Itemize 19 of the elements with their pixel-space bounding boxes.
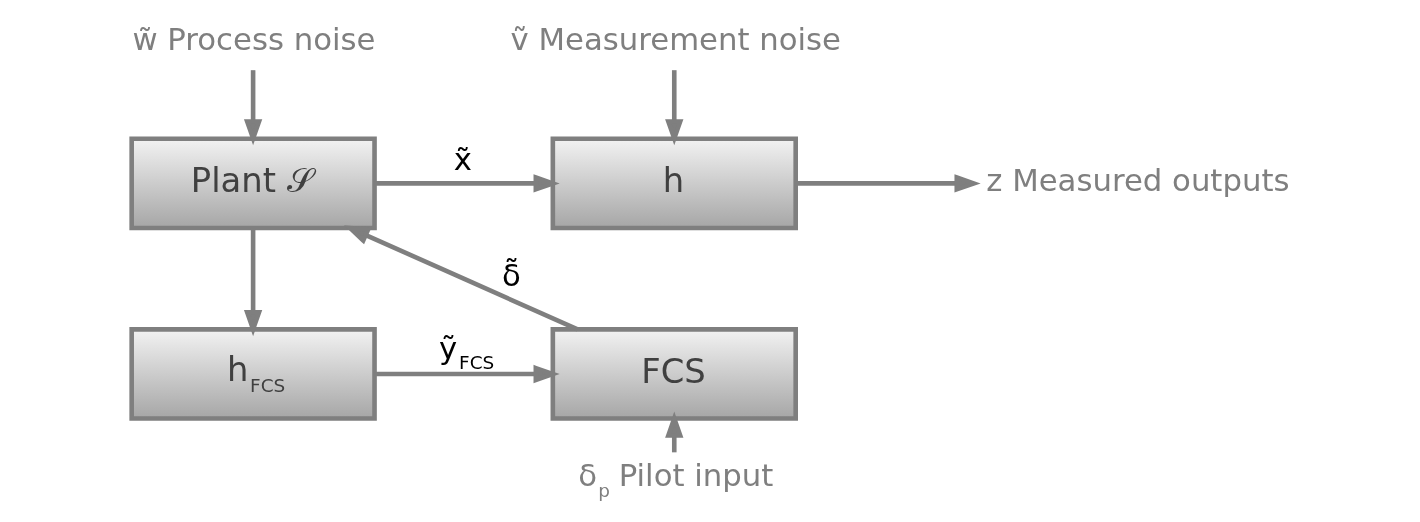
edge-label: ỹ$_{FCS}$: [439, 329, 495, 374]
arrow: [665, 411, 684, 453]
edge-label: δ̃: [502, 257, 521, 294]
node-text: δ$_{p}$ Pilot input: [578, 457, 774, 501]
node-text: ṽ Measurement noise: [510, 20, 842, 57]
arrow: [665, 70, 684, 146]
node-box: h: [550, 136, 798, 231]
node-box: h$_{FCS}$: [129, 327, 377, 421]
arrow: [243, 70, 263, 146]
node-box: Plant 𝒮: [129, 136, 377, 231]
arrow: [374, 174, 560, 193]
node-text: z Measured outputs: [986, 162, 1290, 199]
arrow: [374, 364, 560, 384]
arrow: [795, 174, 981, 193]
edge-label: x̃: [453, 140, 472, 177]
arrow: [343, 225, 579, 332]
arrow: [243, 228, 263, 337]
node-box: FCS: [550, 327, 798, 421]
node-text: w̃ Process noise: [132, 20, 376, 57]
